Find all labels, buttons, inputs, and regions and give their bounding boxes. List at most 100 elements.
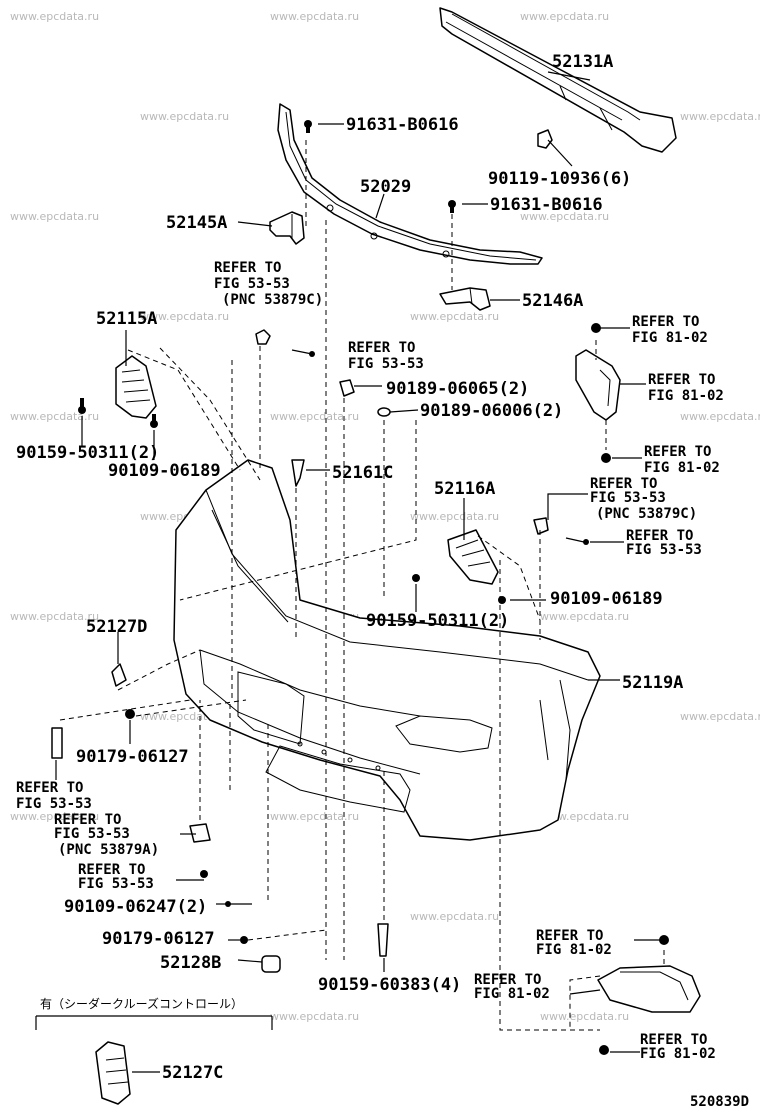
- bolt-icon: [150, 414, 158, 428]
- fog-lamp-drawing: [597, 965, 701, 1013]
- label-52145a: 52145A: [166, 213, 227, 233]
- watermark: www.epcdata.ru: [140, 310, 229, 323]
- watermark: www.epcdata.ru: [520, 210, 609, 223]
- label-91631-b0616-mid: 91631-B0616: [490, 195, 603, 215]
- nut-icon: [659, 935, 669, 945]
- watermark: www.epcdata.ru: [10, 810, 99, 823]
- side-marker-lamp-drawing: [575, 349, 621, 421]
- refer-fig-8102-d-line1: REFER TO: [536, 928, 603, 944]
- option-note-text: 有（シーダークルーズコントロール）: [40, 996, 243, 1011]
- label-90179-06127-bottom: 90179-06127: [102, 929, 215, 949]
- refer-fig-5353-c-line2: FIG 53-53: [16, 796, 92, 812]
- refer-fig-5353-d-line2: FIG 53-53: [78, 876, 154, 892]
- nut-icon: [125, 709, 135, 719]
- label-90109-06247: 90109-06247(2): [64, 897, 207, 917]
- refer-fig-8102-b-line2: FIG 81-02: [648, 388, 724, 404]
- refer-fig-5353-a-line2: FIG 53-53: [348, 356, 424, 372]
- watermark: www.epcdata.ru: [270, 10, 359, 23]
- retainer-52116a-drawing: [447, 529, 499, 585]
- assembly-lines: [59, 140, 665, 1031]
- label-52029: 52029: [360, 177, 411, 197]
- watermark: www.epcdata.ru: [270, 410, 359, 423]
- label-90109-06189-right: 90109-06189: [550, 589, 663, 609]
- bolt-icon: [565, 537, 589, 545]
- bolt-icon: [498, 596, 506, 604]
- refer-fig-5353-pnc-right-line1: REFER TO: [590, 476, 657, 492]
- watermark: www.epcdata.ru: [10, 210, 99, 223]
- label-90109-06189-left: 90109-06189: [108, 461, 221, 481]
- bolt-icon: [291, 349, 315, 357]
- label-52131a: 52131A: [552, 52, 613, 72]
- figure-code: 520839D: [690, 1094, 749, 1110]
- bolt-icon: [304, 120, 312, 133]
- bolt-icon: [412, 574, 420, 582]
- watermark: www.epcdata.ru: [680, 710, 760, 723]
- watermark: www.epcdata.ru: [410, 310, 499, 323]
- watermark: www.epcdata.ru: [520, 10, 609, 23]
- nut-icon: [599, 1045, 609, 1055]
- watermark: www.epcdata.ru: [680, 110, 760, 123]
- refer-fig-5353-pnc-a-line1: REFER TO: [54, 812, 121, 828]
- refer-fig-5353-b-line2: FIG 53-53: [626, 542, 702, 558]
- refer-fig-8102-d-line2: FIG 81-02: [536, 942, 612, 958]
- pad-52127d-drawing: [111, 663, 127, 687]
- watermark: www.epcdata.ru: [10, 410, 99, 423]
- refer-fig-5353-d-line1: REFER TO: [78, 862, 145, 878]
- refer-fig-5353-pnc-a-line3: (PNC 53879A): [58, 842, 159, 858]
- refer-fig-5353-pnc-a-line2: FIG 53-53: [54, 826, 130, 842]
- watermark: www.epcdata.ru: [540, 810, 629, 823]
- label-52119a: 52119A: [622, 673, 683, 693]
- refer-fig-8102-e-line1: REFER TO: [474, 972, 541, 988]
- option-note: 有（シーダークルーズコントロール）: [35, 996, 273, 1030]
- refer-fig-5353-pnc-right-line2: FIG 53-53: [590, 490, 666, 506]
- bracket-52146a-drawing: [439, 287, 491, 311]
- refer-fig-5353-b-line1: REFER TO: [626, 528, 693, 544]
- nut-icon: [533, 517, 549, 535]
- watermark: www.epcdata.ru: [540, 1010, 629, 1023]
- watermarks: www.epcdata.ru www.epcdata.ru www.epcdat…: [10, 10, 760, 1023]
- label-90159-60383: 90159-60383(4): [318, 975, 461, 995]
- watermark: www.epcdata.ru: [10, 610, 99, 623]
- clip-icon: [537, 129, 553, 149]
- label-52128b: 52128B: [160, 953, 221, 973]
- reinforcement-52029-drawing: [277, 103, 543, 265]
- refer-fig-5353-pnc-top-line2: FIG 53-53: [214, 276, 290, 292]
- refer-fig-5353-pnc-top-line1: REFER TO: [214, 260, 281, 276]
- label-52127c: 52127C: [162, 1063, 223, 1083]
- label-52127d: 52127D: [86, 617, 147, 637]
- watermark: www.epcdata.ru: [540, 610, 629, 623]
- bolt-icon: [78, 398, 86, 414]
- nut-icon: [591, 323, 601, 333]
- leader-lines: [55, 71, 660, 1073]
- clip-icon: [339, 379, 355, 397]
- bolt-icon: [200, 870, 208, 878]
- fasteners: [51, 120, 669, 1055]
- refer-fig-8102-b-line1: REFER TO: [648, 372, 715, 388]
- washer-icon: [377, 407, 391, 417]
- bracket-52145a-drawing: [269, 211, 305, 245]
- clip-icon: [51, 727, 63, 759]
- refer-fig-5353-pnc-top-line3: (PNC 53879C): [222, 292, 323, 308]
- refer-fig-5353-pnc-right-line3: (PNC 53879C): [596, 506, 697, 522]
- watermark: www.epcdata.ru: [410, 510, 499, 523]
- label-52146a: 52146A: [522, 291, 583, 311]
- label-91631-b0616-top: 91631-B0616: [346, 115, 459, 135]
- bolt-icon: [225, 901, 252, 907]
- refer-fig-8102-a-line1: REFER TO: [632, 314, 699, 330]
- bolt-icon: [448, 200, 456, 213]
- watermark: www.epcdata.ru: [270, 810, 359, 823]
- clip-icon: [377, 923, 389, 957]
- refer-fig-8102-a-line2: FIG 81-02: [632, 330, 708, 346]
- label-52161c: 52161C: [332, 463, 393, 483]
- label-52116a: 52116A: [434, 479, 495, 499]
- bracket-52127c-drawing: [95, 1041, 131, 1105]
- refer-fig-8102-e-line2: FIG 81-02: [474, 986, 550, 1002]
- label-90159-50311-left: 90159-50311(2): [16, 443, 159, 463]
- part-labels: 52131A 91631-B0616 90119-10936(6) 52029 …: [16, 52, 724, 1083]
- refer-fig-8102-f-line1: REFER TO: [640, 1032, 707, 1048]
- watermark: www.epcdata.ru: [270, 1010, 359, 1023]
- label-90189-06065: 90189-06065(2): [386, 379, 529, 399]
- watermark: www.epcdata.ru: [680, 410, 760, 423]
- bumper-cover-52119a-drawing: [173, 459, 601, 841]
